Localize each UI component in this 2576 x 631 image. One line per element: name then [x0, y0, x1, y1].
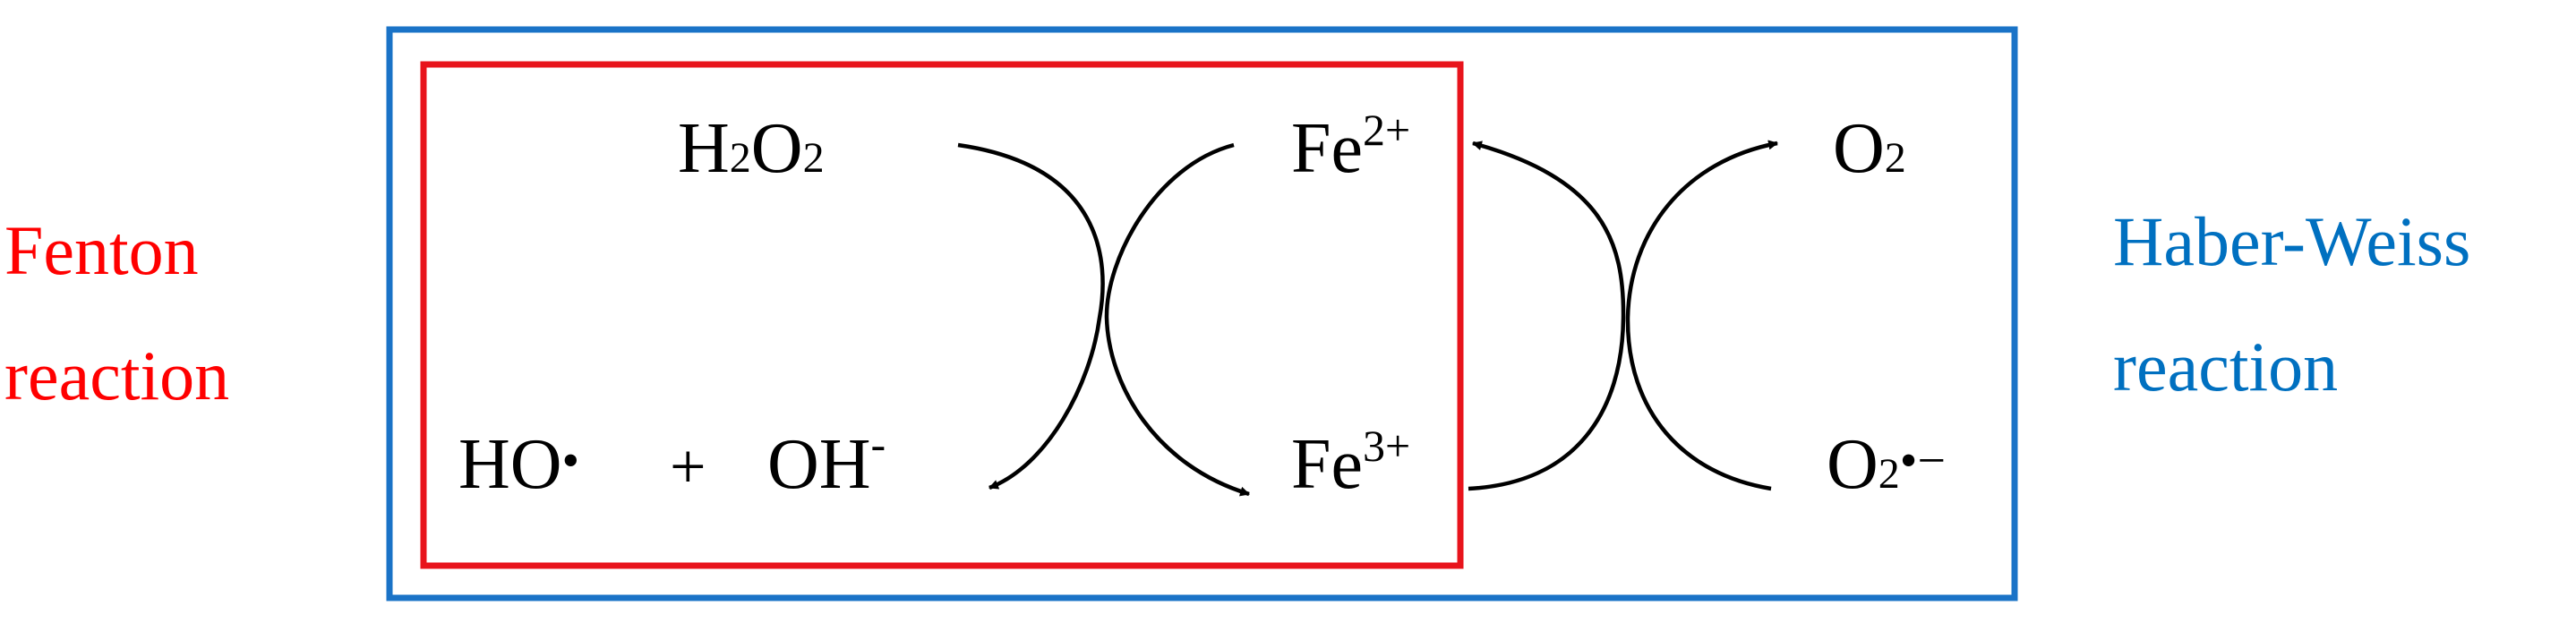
o2-species: O2: [1833, 109, 1906, 188]
arrow-fe2-to-fe3: [1104, 142, 1251, 497]
reaction-arrows: [957, 140, 1779, 497]
fenton-label-line2: reaction: [4, 337, 230, 414]
arrow-fe3-to-fe2: [1468, 141, 1626, 491]
fe2-species: Fe2+: [1291, 105, 1410, 188]
fe3-species: Fe3+: [1291, 421, 1410, 504]
superoxide-species: O2•−: [1827, 425, 1946, 504]
fenton-reaction-label: Fenton reaction: [4, 188, 229, 439]
hydroxyl-radical-species: HO•: [458, 425, 579, 504]
haber-weiss-label-line1: Haber-Weiss: [2113, 202, 2471, 280]
hydroxide-species: OH-: [767, 419, 886, 504]
haber-weiss-label-line2: reaction: [2113, 328, 2339, 405]
arrow-h2o2-to-ho: [957, 142, 1105, 490]
fenton-box: [420, 61, 1464, 569]
haber-weiss-reaction-label: Haber-Weiss reaction: [2113, 179, 2470, 430]
fenton-label-line1: Fenton: [4, 211, 199, 289]
arrow-o2-radical-to-o2: [1625, 140, 1779, 491]
h2o2-species: H2O2: [678, 109, 825, 188]
plus-sign: +: [670, 431, 706, 502]
haber-weiss-box: [386, 26, 2018, 601]
